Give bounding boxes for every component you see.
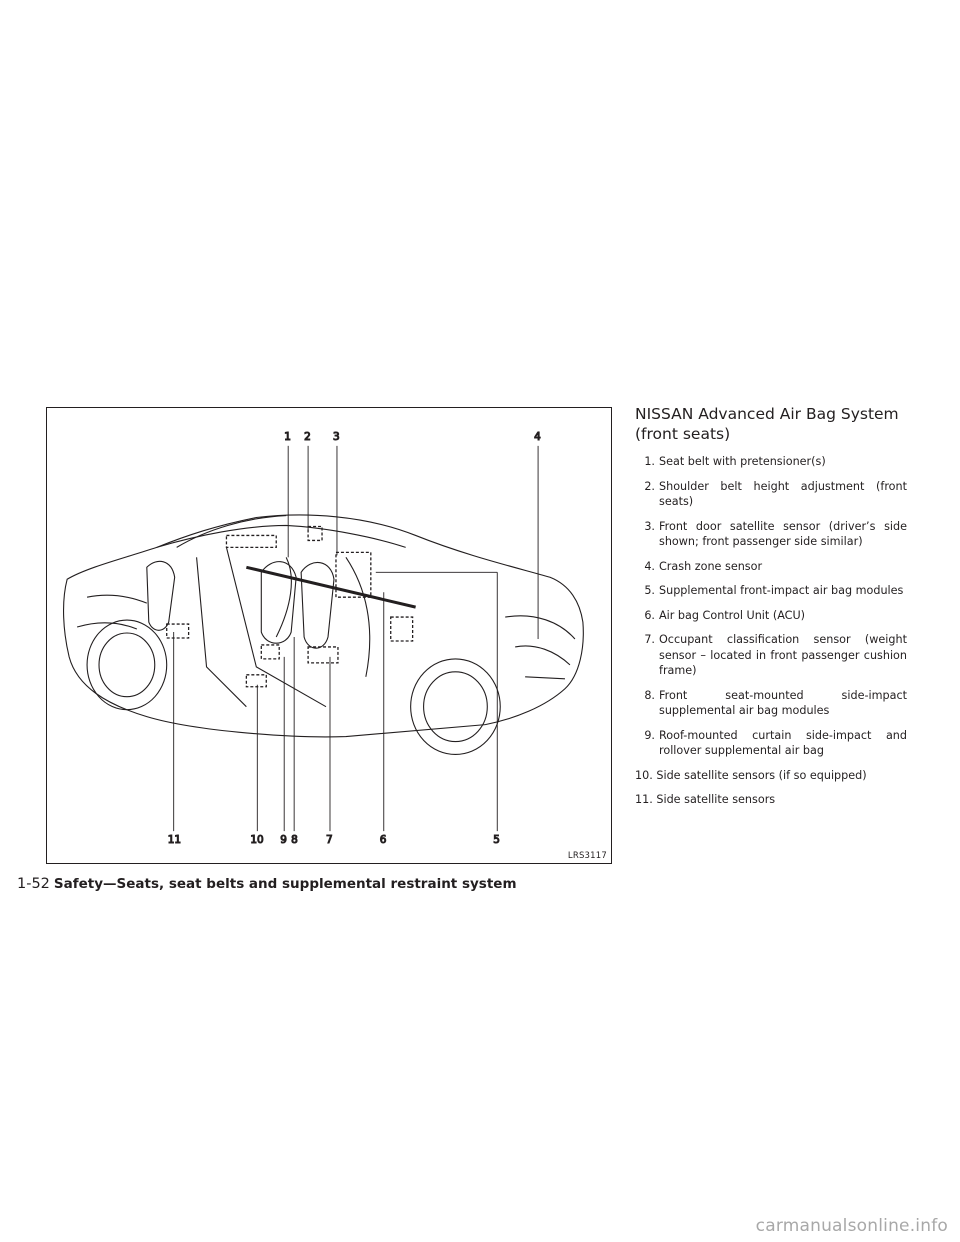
callout-9: 9 bbox=[280, 834, 287, 846]
page-number: 1-52 bbox=[17, 876, 50, 892]
airbag-system-illustration: 1 2 3 4 11 10 9 8 7 6 5 LRS3117 bbox=[46, 407, 612, 864]
seats bbox=[146, 560, 335, 649]
list-item: 10. Side satellite sensors (if so equipp… bbox=[635, 768, 907, 784]
car-cutaway-drawing: 1 2 3 4 11 10 9 8 7 6 5 bbox=[63, 430, 584, 847]
item-number: 6. bbox=[644, 608, 655, 622]
section-title: NISSAN Advanced Air Bag System (front se… bbox=[635, 404, 907, 444]
callout-numbers-top: 1 2 3 4 bbox=[284, 430, 542, 443]
callout-1: 1 bbox=[284, 431, 291, 443]
callout-2: 2 bbox=[304, 431, 311, 443]
item-number: 9. bbox=[644, 728, 655, 742]
list-item: 3. Front door satellite sensor (driver’s … bbox=[635, 519, 907, 550]
section-title-line1: NISSAN Advanced Air Bag System bbox=[635, 405, 899, 423]
list-item: 6. Air bag Control Unit (ACU) bbox=[635, 608, 907, 624]
item-number: 8. bbox=[644, 688, 655, 702]
callout-numbers-bottom: 11 10 9 8 7 6 5 bbox=[167, 834, 500, 847]
item-text: Front seat-mounted side-impact supplemen… bbox=[659, 688, 907, 718]
item-number: 5. bbox=[644, 584, 655, 597]
item-text: Side satellite sensors (if so equipped) bbox=[656, 768, 867, 782]
item-number: 2. bbox=[644, 479, 655, 493]
item-text: Air bag Control Unit (ACU) bbox=[659, 608, 806, 622]
callout-6: 6 bbox=[380, 834, 387, 846]
component-list: 1. Seat belt with pretensioner(s) 2. Shoul… bbox=[635, 454, 907, 808]
callout-5: 5 bbox=[493, 834, 500, 846]
item-text: Roof-mounted curtain side-impact and rol… bbox=[659, 728, 907, 758]
item-text: Side satellite sensors bbox=[656, 793, 776, 806]
car-body bbox=[63, 514, 584, 738]
callout-leaders bbox=[173, 445, 539, 832]
component-boxes bbox=[166, 525, 414, 688]
list-item: 2. Shoulder belt height adjustment (front… bbox=[635, 479, 907, 510]
list-item: 4. Crash zone sensor bbox=[635, 559, 907, 575]
item-number: 10. bbox=[635, 768, 653, 782]
watermark: carmanualsonline.info bbox=[755, 1216, 948, 1236]
list-item: 5. Supplemental front-impact air bag modu… bbox=[635, 583, 907, 599]
callout-7: 7 bbox=[326, 834, 333, 846]
airbag-system-section: NISSAN Advanced Air Bag System (front se… bbox=[635, 404, 907, 817]
list-item: 11. Side satellite sensors bbox=[635, 792, 907, 808]
item-number: 11. bbox=[635, 793, 653, 806]
list-item: 8. Front seat-mounted side-impact supplem… bbox=[635, 688, 907, 719]
item-number: 3. bbox=[644, 519, 655, 533]
item-text: Front door satellite sensor (driver’s si… bbox=[659, 519, 907, 549]
item-text: Supplemental front-impact air bag module… bbox=[659, 584, 904, 597]
item-number: 1. bbox=[644, 455, 655, 468]
item-number: 4. bbox=[644, 559, 655, 573]
callout-3: 3 bbox=[333, 431, 340, 443]
callout-4: 4 bbox=[534, 431, 541, 443]
list-item: 1. Seat belt with pretensioner(s) bbox=[635, 454, 907, 470]
item-text: Shoulder belt height adjustment (front s… bbox=[659, 479, 907, 509]
item-text: Occupant classification sensor (weight s… bbox=[659, 633, 907, 677]
callout-8: 8 bbox=[291, 834, 298, 846]
figure-id: LRS3117 bbox=[567, 851, 607, 861]
wheels bbox=[86, 619, 501, 756]
list-item: 9. Roof-mounted curtain side-impact and r… bbox=[635, 728, 907, 759]
item-text: Crash zone sensor bbox=[659, 559, 763, 573]
callout-10: 10 bbox=[250, 834, 263, 846]
item-number: 7. bbox=[644, 633, 655, 646]
section-title-line2: (front seats) bbox=[635, 425, 731, 443]
callout-11: 11 bbox=[168, 834, 181, 846]
chapter-title: Safety—Seats, seat belts and supplementa… bbox=[53, 876, 517, 892]
list-item: 7. Occupant classification sensor (weight… bbox=[635, 632, 907, 679]
item-text: Seat belt with pretensioner(s) bbox=[659, 455, 826, 468]
